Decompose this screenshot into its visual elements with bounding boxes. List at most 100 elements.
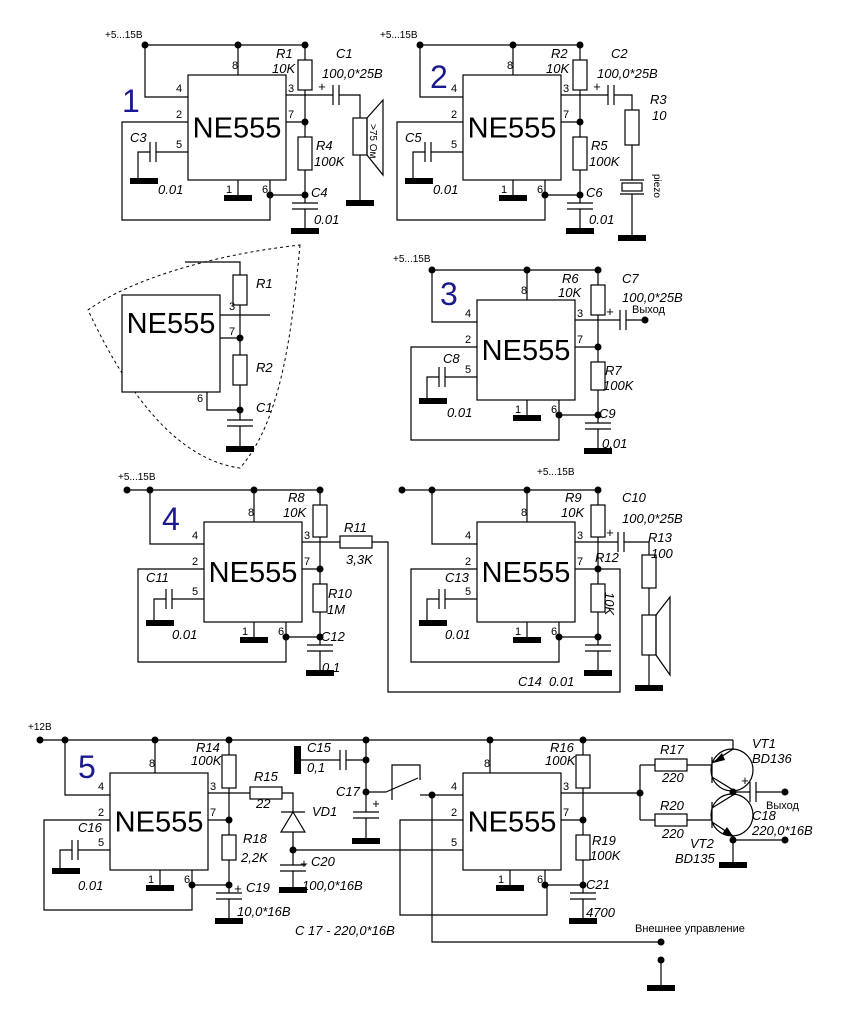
ground-symbol [226, 446, 254, 452]
junction-dot [486, 736, 494, 744]
polarity-mark: + [318, 79, 326, 94]
resistor [590, 361, 606, 391]
ground-symbol [224, 195, 252, 201]
chip-label: NE555 [468, 807, 557, 839]
component-label: C4 [311, 185, 328, 200]
component-label: C10 [622, 490, 647, 505]
component-label: R14 [196, 740, 220, 755]
junction-dot [594, 343, 602, 351]
pin-label: 6 [262, 184, 268, 196]
pin-label: 3 [229, 301, 235, 313]
wire [624, 541, 650, 555]
component-label: R20 [660, 798, 685, 813]
component-label: R1 [256, 276, 273, 291]
component-value: 100K [314, 154, 346, 169]
component-label: R2 [551, 46, 568, 61]
wire [385, 777, 419, 793]
ground-symbol [419, 398, 447, 404]
resistor [232, 274, 248, 306]
resistor [572, 136, 588, 171]
component-value: BD136 [752, 751, 793, 766]
pin-label: 2 [176, 109, 182, 121]
polarity-mark: + [234, 881, 242, 896]
ground-symbol [240, 637, 268, 643]
junction-dot [523, 486, 531, 494]
wire [144, 45, 188, 98]
component-value: 100,0*25B [597, 66, 658, 81]
component-label: C15 [307, 740, 332, 755]
chip-label: NE555 [482, 335, 571, 367]
supply-label: +5...15B [118, 472, 156, 483]
pin-label: 6 [551, 626, 557, 638]
pin-label: 5 [451, 837, 457, 849]
pin-label: 2 [451, 807, 457, 819]
component-label: C1 [336, 46, 353, 61]
speaker-cone-icon [366, 98, 384, 177]
component-label: R17 [660, 742, 685, 757]
polarity-mark: + [606, 525, 614, 540]
component-value: 10K [561, 505, 585, 520]
resistor [590, 504, 606, 538]
resistor [590, 583, 606, 613]
wire [426, 376, 439, 398]
component-value: 0.01 [602, 436, 627, 451]
supply-label: +12B [28, 722, 52, 733]
ground-symbol [419, 620, 447, 626]
junction-dot [151, 736, 159, 744]
pin-label: 7 [288, 109, 294, 121]
resistor [221, 754, 237, 789]
component-value: 100 [651, 546, 673, 561]
arrow-icon [713, 753, 725, 763]
component-label: C19 [246, 880, 270, 895]
component-label: C3 [130, 130, 147, 145]
speaker-icon [352, 117, 368, 156]
pin-label: 1 [242, 626, 248, 638]
component-value: 100,0*25B [622, 290, 683, 305]
component-value: 10K [558, 285, 582, 300]
junction-dot [301, 41, 309, 49]
pin-label: 4 [451, 83, 457, 95]
pin-label: 1 [226, 184, 232, 196]
terminal-dot [641, 316, 649, 324]
pin-label: 5 [451, 139, 457, 151]
pin-label: 2 [192, 556, 198, 568]
pin-label: 7 [229, 326, 235, 338]
polarity-mark: + [593, 79, 601, 94]
component-value: 0.01 [433, 182, 458, 197]
pin-label: 4 [192, 530, 198, 542]
chip-label: NE555 [482, 557, 571, 589]
chip-label: NE555 [193, 113, 282, 145]
junction-dot [576, 118, 584, 126]
wire [431, 270, 477, 323]
component-label: C16 [78, 820, 103, 835]
supply-label: +5...15B [537, 467, 575, 478]
resistor [297, 59, 313, 91]
ground-symbol [352, 838, 380, 844]
junction-dot [61, 736, 69, 744]
terminal-dot [781, 836, 789, 844]
junction-dot [594, 266, 602, 274]
component-label: R3 [650, 92, 667, 107]
junction-dot [576, 41, 584, 49]
circuit-number: 5 [78, 749, 96, 785]
component-value: 10K [546, 61, 570, 76]
circuit-number: 2 [430, 59, 448, 95]
terminal-dot [398, 486, 406, 494]
wire [59, 849, 72, 868]
component-value: BD135 [675, 851, 716, 866]
component-label: R2 [256, 360, 273, 375]
speaker-cone-icon [655, 595, 671, 677]
supply-label: +5...15B [380, 30, 418, 41]
pin-label: 3 [210, 781, 216, 793]
resistor [312, 504, 328, 538]
wire [396, 121, 546, 221]
component-value: 100K [589, 154, 621, 169]
terminal-dot [781, 788, 789, 796]
component-value: 2,2K [240, 850, 269, 865]
chip-label: NE555 [468, 113, 557, 145]
pin-label: 2 [465, 334, 471, 346]
pin-label: 2 [465, 556, 471, 568]
wire [64, 740, 110, 796]
circuit-number: 3 [440, 276, 458, 312]
labels: 1 +5...15B R1 10K C1 100,0*25B + R4 100K… [28, 30, 813, 938]
